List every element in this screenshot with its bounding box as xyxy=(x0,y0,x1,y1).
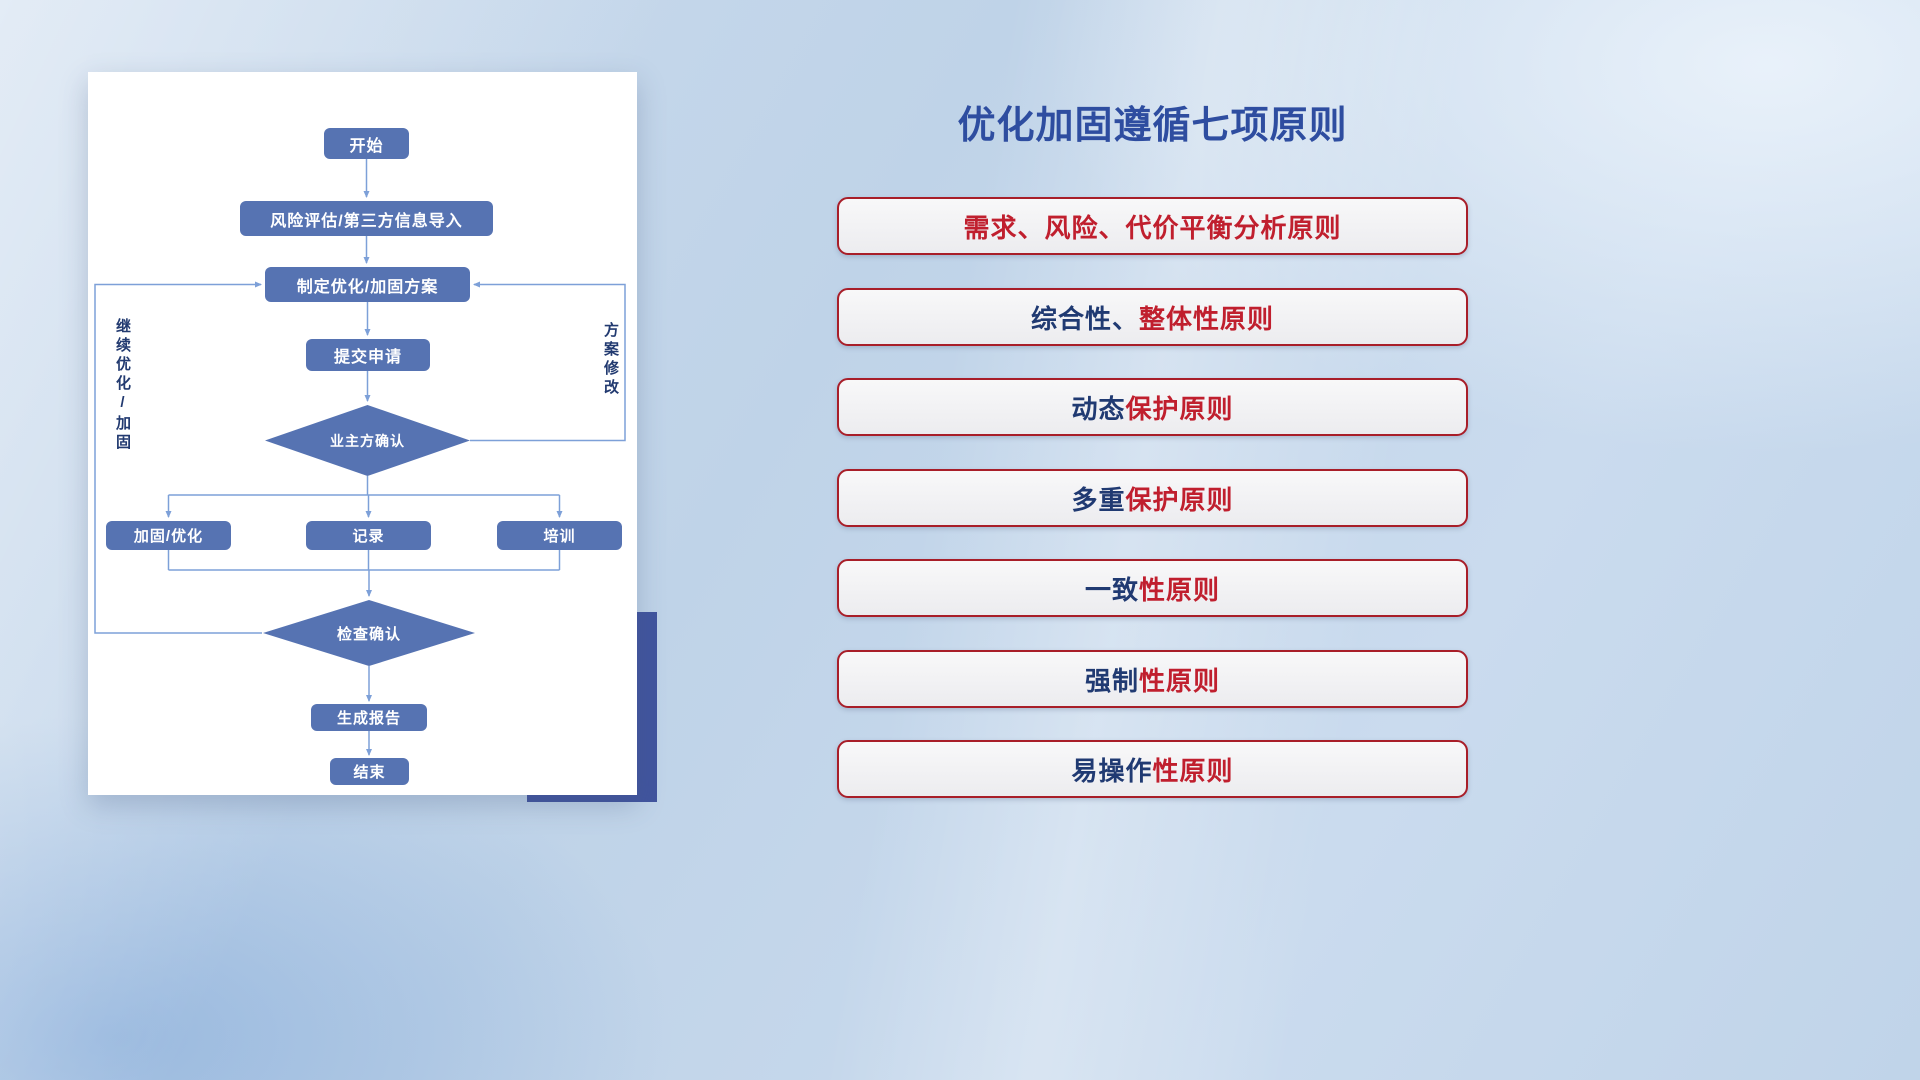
connector-lines xyxy=(94,159,626,756)
principle-6-prefix: 强制 xyxy=(1084,665,1139,696)
principle-item-2: 综合性、整体性原则 xyxy=(837,288,1468,346)
principle-5-prefix: 一致 xyxy=(1084,574,1139,605)
principle-3-prefix: 动态 xyxy=(1071,393,1126,424)
loop-label-plan-modify: 方案修改 xyxy=(602,322,619,398)
principle-item-5: 一致性原则 xyxy=(837,559,1468,617)
principles-panel: 优化加固遵循七项原则 需求、风险、代价平衡分析原则 综合性、整体性原则 动态保护… xyxy=(837,0,1468,1080)
principle-item-6: 强制性原则 xyxy=(837,650,1468,708)
flowchart-card: 开始 风险评估/第三方信息导入 制定优化/加固方案 提交申请 业主方确认 加固/… xyxy=(88,72,637,795)
flowchart-connectors xyxy=(94,159,626,756)
panel-title: 优化加固遵循七项原则 xyxy=(957,105,1348,147)
principle-2-prefix: 综合性、 xyxy=(1030,303,1139,334)
principle-6-main: 性原则 xyxy=(1139,665,1221,696)
principle-7-prefix: 易操作 xyxy=(1071,755,1153,786)
flow-node-reinforce: 加固/优化 xyxy=(106,521,231,550)
principle-4-prefix: 多重 xyxy=(1071,484,1126,515)
principle-1-main: 需求、风险、代价平衡分析原则 xyxy=(963,212,1342,243)
principle-5-main: 性原则 xyxy=(1139,574,1221,605)
loop-label-continue-optimize: 继续优化/加固 xyxy=(114,318,131,453)
principle-item-1: 需求、风险、代价平衡分析原则 xyxy=(837,197,1468,255)
principle-item-3: 动态保护原则 xyxy=(837,378,1468,436)
principle-3-main: 保护原则 xyxy=(1125,393,1234,424)
flow-node-risk-import: 风险评估/第三方信息导入 xyxy=(240,201,493,236)
flow-node-record: 记录 xyxy=(306,521,431,550)
principle-7-main: 性原则 xyxy=(1152,755,1234,786)
flow-node-make-plan: 制定优化/加固方案 xyxy=(265,267,470,302)
flow-node-submit: 提交申请 xyxy=(306,339,430,371)
principle-item-7: 易操作性原则 xyxy=(837,740,1468,798)
flow-node-start: 开始 xyxy=(324,128,409,159)
flow-node-training: 培训 xyxy=(497,521,622,550)
principle-item-4: 多重保护原则 xyxy=(837,469,1468,527)
flow-node-end: 结束 xyxy=(330,758,409,785)
principle-4-main: 保护原则 xyxy=(1125,484,1234,515)
flow-node-report: 生成报告 xyxy=(311,704,427,731)
principle-2-main: 整体性原则 xyxy=(1139,303,1275,334)
